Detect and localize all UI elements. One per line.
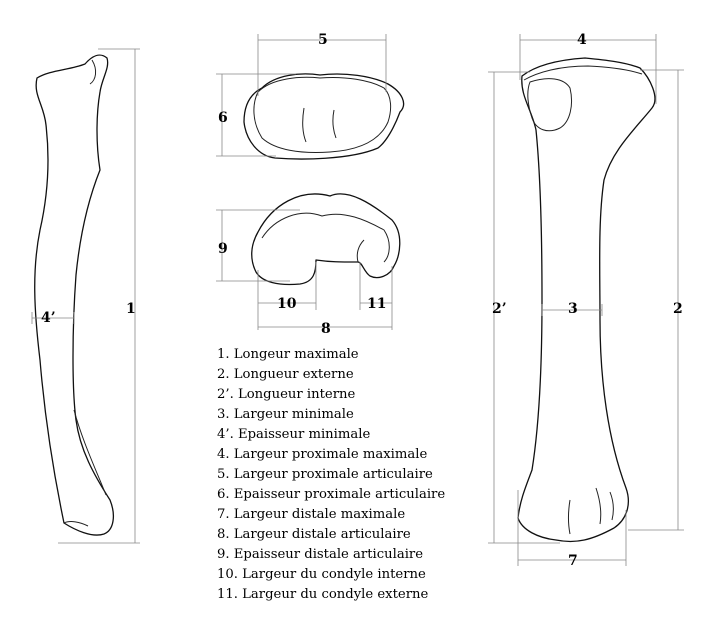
dimension-7 bbox=[517, 490, 627, 566]
legend-item: 4’. Epaisseur minimale bbox=[217, 427, 371, 442]
measurement-legend: 1. Longeur maximale 2. Longueur externe … bbox=[217, 345, 445, 605]
dimension-9 bbox=[216, 209, 300, 282]
label-11: 11 bbox=[367, 296, 386, 312]
label-2: 2 bbox=[673, 301, 683, 317]
legend-item: 2’. Longueur interne bbox=[217, 387, 356, 402]
bone-lateral-view bbox=[34, 54, 115, 536]
bone-proximal-view bbox=[243, 73, 405, 160]
label-8: 8 bbox=[321, 321, 331, 337]
legend-item: 5. Largeur proximale articulaire bbox=[217, 467, 433, 482]
legend-item: 7. Largeur distale maximale bbox=[217, 507, 406, 522]
label-5: 5 bbox=[318, 32, 328, 48]
legend-item: 8. Largeur distale articulaire bbox=[217, 527, 411, 542]
dimension-6 bbox=[216, 73, 296, 157]
label-3: 3 bbox=[568, 301, 578, 317]
legend-item: 4. Largeur proximale maximale bbox=[217, 447, 428, 462]
dimension-1 bbox=[58, 48, 140, 544]
label-4p: 4’ bbox=[41, 310, 56, 326]
label-7: 7 bbox=[568, 553, 578, 569]
legend-item: 10. Largeur du condyle interne bbox=[217, 567, 426, 582]
dimension-4p bbox=[31, 312, 75, 324]
label-1: 1 bbox=[126, 301, 136, 317]
label-6: 6 bbox=[218, 110, 228, 126]
legend-item: 2. Longueur externe bbox=[217, 367, 354, 382]
dimension-4 bbox=[519, 34, 657, 104]
legend-item: 11. Largeur du condyle externe bbox=[217, 587, 429, 602]
dimension-10 bbox=[257, 262, 317, 330]
dimension-11 bbox=[359, 262, 393, 330]
label-10: 10 bbox=[277, 296, 297, 312]
bone-anterior-view bbox=[517, 57, 656, 543]
label-2p: 2’ bbox=[492, 301, 507, 317]
label-4: 4 bbox=[577, 32, 587, 48]
label-9: 9 bbox=[218, 241, 228, 257]
bone-distal-view bbox=[251, 193, 401, 286]
legend-item: 6. Epaisseur proximale articulaire bbox=[217, 487, 446, 502]
legend-item: 3. Largeur minimale bbox=[217, 407, 354, 422]
legend-item: 1. Longeur maximale bbox=[217, 347, 359, 362]
dimension-5 bbox=[257, 34, 387, 96]
dimension-3 bbox=[541, 304, 603, 316]
legend-item: 9. Epaisseur distale articulaire bbox=[217, 547, 424, 562]
dimension-2p bbox=[488, 71, 560, 544]
dimension-2 bbox=[628, 69, 684, 531]
